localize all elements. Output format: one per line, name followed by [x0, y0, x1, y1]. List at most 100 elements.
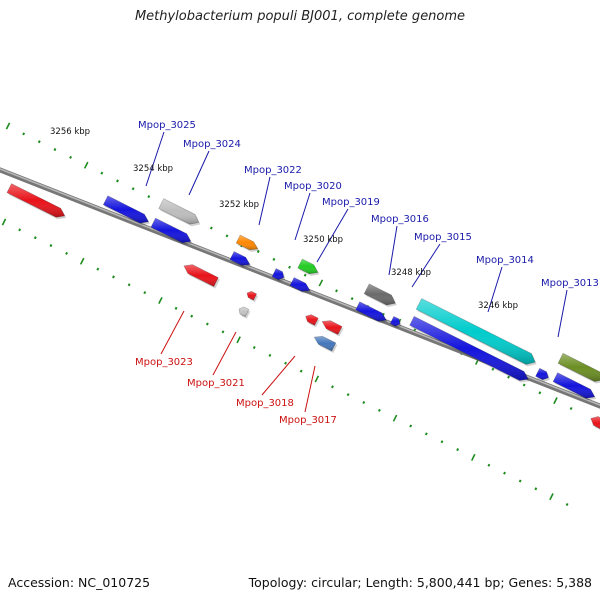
leader-line [261, 355, 296, 396]
tick-mark [569, 406, 573, 411]
gene-label: Mpop_3015 [414, 232, 472, 243]
gene-label: Mpop_3021 [187, 378, 245, 389]
tick-mark [314, 375, 320, 383]
tick-mark [1, 218, 7, 226]
tick-mark [236, 336, 241, 344]
gene-arrow [158, 198, 201, 227]
tick-mark [350, 297, 354, 301]
gene-label: Mpop_3022 [244, 165, 302, 176]
tick-mark [377, 408, 381, 412]
gene-arrow [6, 183, 67, 220]
gene-label: Mpop_3024 [183, 139, 241, 150]
gene-arrow [102, 195, 150, 226]
leader-line [188, 150, 210, 196]
tick-mark [256, 250, 260, 254]
tick-mark [53, 148, 57, 152]
leader-line [388, 225, 398, 276]
tick-mark [303, 273, 307, 277]
leader-line [212, 331, 237, 376]
tick-mark [491, 367, 495, 371]
gene-label: Mpop_3023 [135, 357, 193, 368]
tick-mark [268, 353, 272, 357]
tick-mark [5, 122, 11, 130]
tick-mark [299, 369, 303, 373]
gene-arrow [557, 352, 600, 384]
scale-label: 3250 kbp [303, 235, 343, 245]
tick-mark [83, 161, 89, 169]
gene-arrow [150, 217, 193, 245]
leader-line [160, 310, 185, 355]
gene-arrow [271, 268, 286, 282]
gene-arrow [321, 320, 344, 337]
gene-arrow [238, 306, 251, 319]
tick-mark [190, 314, 194, 318]
tick-mark [100, 171, 104, 175]
tick-mark [37, 140, 41, 144]
leader-line [294, 192, 311, 241]
gene-arrow [183, 264, 220, 289]
gene-label: Mpop_3014 [476, 255, 534, 266]
tick-mark [518, 479, 522, 483]
gene-label: Mpop_3016 [371, 214, 429, 225]
tick-mark [221, 330, 225, 334]
tick-mark [272, 257, 276, 261]
tick-mark [22, 132, 26, 136]
tick-mark [487, 463, 491, 467]
tick-mark [174, 306, 178, 310]
accession-text: Accession: NC_010725 [8, 575, 151, 590]
gene-arrow [246, 290, 259, 303]
gene-label: Mpop_3025 [138, 120, 196, 131]
tick-mark [553, 397, 558, 405]
gene-label: Mpop_3013 [541, 278, 599, 289]
tick-mark [549, 493, 554, 501]
leader-line [316, 208, 349, 263]
leader-line [304, 365, 316, 413]
gene-label: Mpop_3020 [284, 181, 342, 192]
gene-arrow [415, 298, 537, 367]
leader-line [145, 131, 165, 187]
gene-arrow [389, 315, 402, 329]
gene-arrow [552, 372, 597, 401]
gene-features [6, 183, 600, 430]
tick-mark [158, 296, 163, 304]
tick-mark [346, 393, 350, 397]
tick-mark [69, 155, 72, 159]
tick-mark [225, 234, 229, 238]
map-title: Methylobacterium populi BJ001, complete … [134, 9, 466, 24]
tick-mark [507, 375, 510, 379]
gene-arrow [363, 283, 397, 307]
tick-mark [440, 440, 444, 444]
gene-arrow [229, 251, 252, 268]
tick-mark [534, 487, 538, 491]
label-leader-lines [145, 131, 568, 413]
tick-mark [284, 361, 287, 365]
tick-mark [131, 187, 135, 191]
scale-label: 3256 kbp [50, 127, 90, 137]
gene-arrow [289, 277, 312, 294]
leader-line [411, 243, 441, 288]
tick-mark [456, 448, 460, 452]
tick-mark [409, 424, 413, 428]
tick-mark [318, 279, 324, 287]
tick-mark [143, 291, 147, 295]
tick-mark [65, 251, 68, 255]
tick-mark [424, 432, 428, 436]
tick-mark [252, 346, 256, 350]
tick-mark [18, 228, 22, 232]
tick-mark [522, 383, 526, 387]
tick-mark [470, 453, 476, 461]
leader-line [487, 266, 503, 313]
tick-mark [209, 226, 213, 230]
tick-mark [205, 322, 209, 326]
gene-label: Mpop_3018 [236, 398, 294, 409]
scale-label: 3248 kbp [391, 268, 431, 278]
tick-mark [96, 267, 100, 271]
gene-arrow [355, 301, 388, 324]
scale-label: 3254 kbp [133, 164, 173, 174]
scale-label: 3246 kbp [478, 301, 518, 311]
tick-mark [112, 275, 115, 279]
tick-mark [33, 236, 37, 240]
gene-arrow [297, 258, 320, 276]
tick-mark [49, 244, 53, 248]
